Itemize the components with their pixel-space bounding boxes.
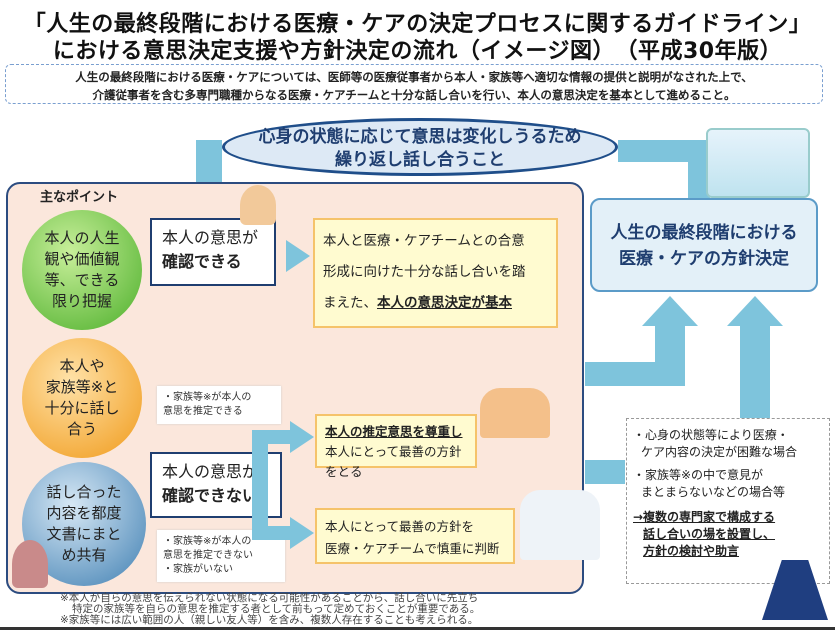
point-circle-document: 話し合った内容を都度文書にまとめ共有 [22,462,146,586]
elderly-person-icon [240,185,276,225]
title-line-2: における意思決定支援や方針決定の流れ（イメージ図） （平成30年版） [52,39,783,64]
estimated-will-box: 本人の推定意思を尊重し本人にとって最善の方針をとる [315,414,477,479]
branch-connector-bottom [252,526,292,540]
footnotes: ※本人が自らの意思を伝えられない状態になる可能性があることから、話し合いに先立ち… [60,592,481,626]
point-circle-discuss: 本人や家族等※と十分に話し合う [22,338,142,458]
flow-bar-up-right [740,325,770,420]
oval-line-2: 繰り返し話し合うこと [335,150,505,170]
consensus-result-box: 本人と医療・ケアチームとの合意形成に向けた十分な話し合いを踏 まえた、本人の意思… [313,218,558,328]
summary-box: 人生の最終段階における医療・ケアについては、医師等の医療従事者から本人・家族等へ… [5,64,823,104]
up-arrow-icon [727,296,783,326]
loop-arrow-left [196,140,222,182]
will-confirmed-box: 本人の意思が確認できる [150,218,276,286]
bottom-bar [0,627,835,630]
summary-line-2: 介護従事者を含む多専門職種からなる医療・ケアチームと十分な話し合いを行い、本人の… [92,88,736,102]
flow-bar-bottom [585,460,625,484]
team-judgment-box: 本人にとって最善の方針を医療・ケアチームで慎重に判断 [315,508,515,564]
oval-line-1: 心身の状態に応じて意思は変化しうるため [258,127,582,147]
branch-connector [252,430,268,540]
repeat-discussion-oval: 心身の状態に応じて意思は変化しうるため 繰り返し話し合うこと [222,118,618,176]
summary-line-1: 人生の最終段階における医療・ケアについては、医師等の医療従事者から本人・家族等へ… [75,70,753,84]
arrow-icon [286,240,310,272]
points-heading: 主なポイント [40,190,119,205]
title-line-1: 「人生の最終段階における医療・ケアの決定プロセスに関するガイドライン」 [23,12,812,37]
elderly-person-icon [12,540,48,588]
arrow-icon [290,517,314,549]
branch-connector-top [252,430,292,444]
note-can-estimate: ・家族等※が本人の意思を推定できる [157,386,281,424]
point-circle-values: 本人の人生観や価値観等、できる限り把握 [22,210,142,330]
difficult-cases-box: ・心身の状態等により医療・ケア内容の決定が困難な場合 ・家族等※の中で意見がまと… [626,418,830,584]
family-illustration-icon [480,388,550,438]
medical-team-illustration-icon [520,490,600,560]
up-arrow-icon [642,296,698,326]
loop-arrow-right [618,140,710,162]
policy-decision-box: 人生の最終段階における医療・ケアの方針決定 [590,198,818,292]
rainbow-window-illustration-icon [706,128,810,198]
flow-bar-up [655,325,685,385]
loop-arrow-right-down [688,140,710,198]
arrow-icon [290,421,314,453]
